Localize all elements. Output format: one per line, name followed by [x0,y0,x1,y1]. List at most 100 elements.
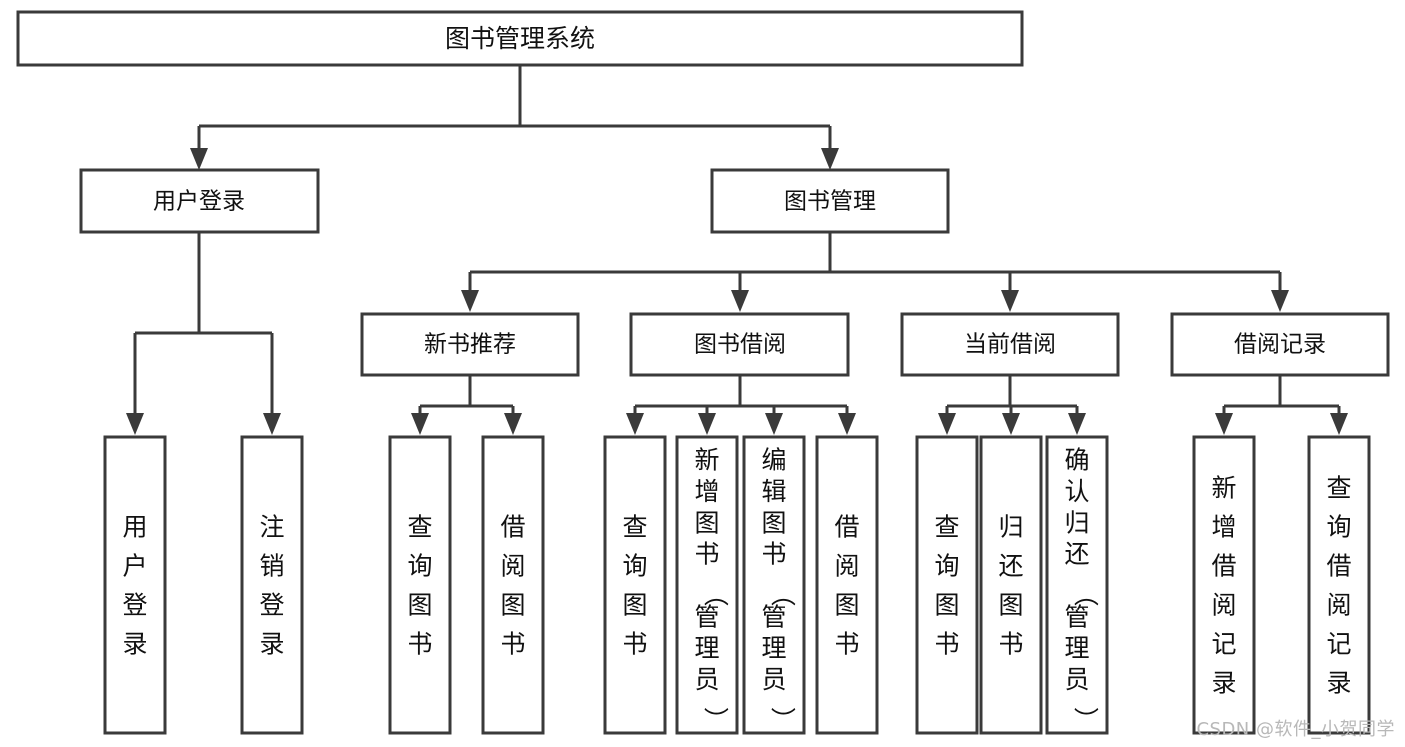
svg-text:户: 户 [122,552,147,581]
svg-text:借: 借 [500,513,525,542]
svg-text:书: 书 [998,630,1023,659]
svg-text:图: 图 [998,591,1023,620]
svg-text:阅: 阅 [1326,591,1351,620]
svg-text:录: 录 [1326,669,1351,698]
leaf-node[interactable]: 用户登录 [103,435,167,735]
svg-text:登: 登 [259,591,284,620]
svg-text:编: 编 [761,446,786,475]
svg-text:书: 书 [761,540,786,569]
svg-text:注: 注 [259,513,284,542]
svg-text:书: 书 [500,630,525,659]
node-borrow-record-label: 借阅记录 [1234,332,1326,358]
svg-text:登: 登 [122,591,147,620]
svg-text:员: 员 [761,665,786,694]
svg-text:图: 图 [834,591,859,620]
arrow-to-leaf-user-login [126,413,144,435]
svg-text:）: ） [701,707,730,732]
svg-text:图: 图 [761,508,786,537]
arrow-to-leaf-add-book [698,413,716,435]
node-book-management[interactable]: 图书管理 [710,168,950,234]
svg-text:询: 询 [407,552,432,581]
svg-text:阅: 阅 [1211,591,1236,620]
connector-bookmgmt-to-level3 [468,232,1282,290]
svg-text:借: 借 [834,513,859,542]
connector-bookborrow-to-leaves [633,375,849,413]
arrow-to-borrow-record [1271,290,1289,312]
node-user-login-label: 用户登录 [153,189,245,215]
arrow-to-user-login [190,148,208,170]
node-borrow-record[interactable]: 借阅记录 [1170,312,1390,377]
arrow-to-leaf-query-record [1330,413,1348,435]
svg-text:图: 图 [407,591,432,620]
connector-root-to-level2 [197,65,832,148]
svg-text:归: 归 [998,513,1023,542]
svg-text:增: 增 [1211,513,1236,542]
svg-text:辑: 辑 [761,477,786,506]
svg-text:查: 查 [622,513,647,542]
csdn-watermark: CSDN @软件_小贺同学 [1196,719,1395,740]
svg-text:录: 录 [1211,669,1236,698]
node-book-borrow[interactable]: 图书借阅 [629,312,850,377]
arrow-to-leaf-add-record [1215,413,1233,435]
svg-text:销: 销 [259,552,284,581]
arrow-to-leaf-borrow-book-1 [504,413,522,435]
svg-text:还: 还 [1064,540,1089,569]
connector-currentborrow-to-leaves [945,375,1079,413]
arrow-to-book-borrow [731,290,749,312]
svg-text:书: 书 [622,630,647,659]
svg-text:理: 理 [1064,634,1089,663]
svg-text:询: 询 [1326,513,1351,542]
svg-text:书: 书 [407,630,432,659]
node-current-borrow-label: 当前借阅 [964,332,1056,358]
svg-text:归: 归 [1064,508,1089,537]
arrow-to-leaf-edit-book [765,413,783,435]
node-new-book-recommend[interactable]: 新书推荐 [360,312,580,377]
svg-text:书: 书 [694,540,719,569]
svg-text:录: 录 [122,630,147,659]
svg-text:（: （ [768,581,797,606]
svg-text:理: 理 [761,634,786,663]
svg-text:询: 询 [934,552,959,581]
svg-text:新: 新 [694,446,719,475]
svg-text:阅: 阅 [500,552,525,581]
svg-text:管: 管 [761,602,786,631]
arrow-to-leaf-logout [263,413,281,435]
node-user-login[interactable]: 用户登录 [79,168,320,234]
svg-text:图: 图 [500,591,525,620]
svg-text:管: 管 [694,602,719,631]
svg-text:员: 员 [1064,665,1089,694]
svg-text:图: 图 [694,508,719,537]
node-root-book-management-system[interactable]: 图书管理系统 [16,10,1024,67]
svg-text:图: 图 [622,591,647,620]
svg-text:记: 记 [1211,630,1236,659]
svg-text:用: 用 [122,513,147,542]
svg-text:借: 借 [1326,552,1351,581]
svg-text:认: 认 [1064,477,1089,506]
arrow-to-new-book-recommend [461,290,479,312]
svg-text:借: 借 [1211,552,1236,581]
svg-text:）: ） [1071,707,1100,732]
leaf-vertical-text: 用户登录 [122,513,147,659]
arrow-to-book-management [821,148,839,170]
node-current-borrow[interactable]: 当前借阅 [900,312,1120,377]
svg-text:管: 管 [1064,602,1089,631]
